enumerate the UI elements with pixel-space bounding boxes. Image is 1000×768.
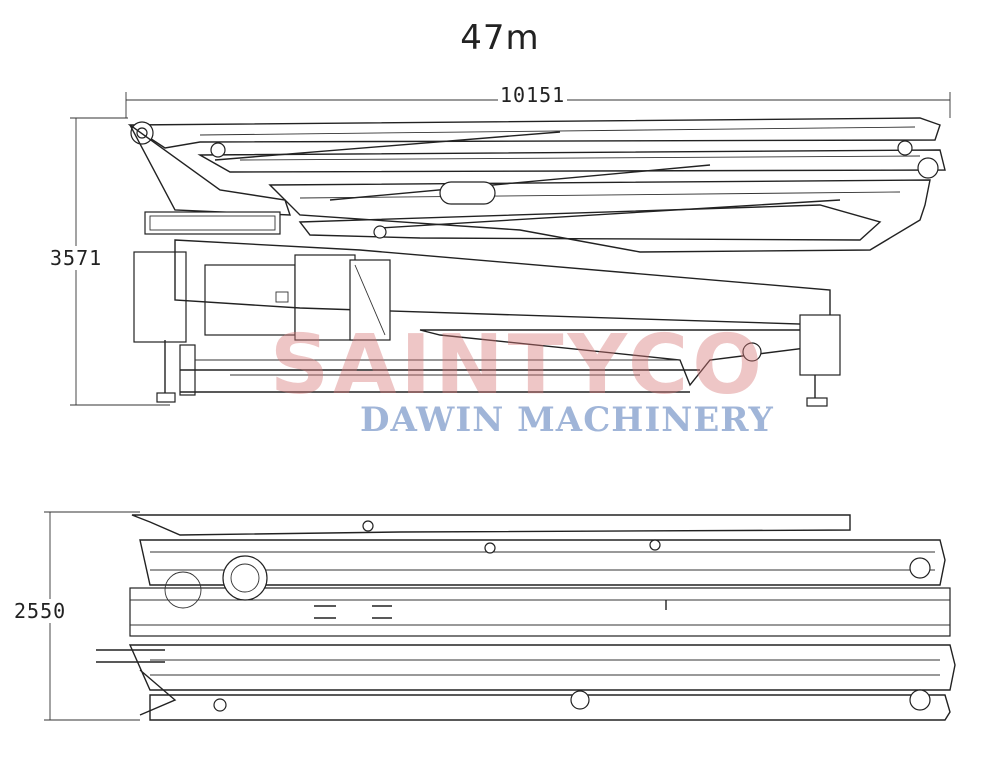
top-boom-upper — [131, 514, 851, 536]
overall-length-label: 10151 — [498, 83, 568, 107]
control-box — [204, 264, 296, 336]
boom-section-2 — [197, 149, 946, 173]
boom-section-4 — [298, 204, 882, 241]
top-boom-lower — [149, 694, 951, 721]
turret-housing — [133, 251, 187, 343]
boom-section-3 — [268, 179, 931, 253]
top-view — [96, 514, 956, 721]
boom-section-1 — [127, 117, 941, 149]
side-view — [127, 117, 946, 407]
base-beam — [174, 239, 831, 326]
top-main-beam — [129, 587, 951, 637]
drawing-title: 47m — [460, 18, 540, 58]
side-view-height-label: 3571 — [48, 246, 105, 270]
top-view-width-label: 2550 — [12, 599, 69, 623]
